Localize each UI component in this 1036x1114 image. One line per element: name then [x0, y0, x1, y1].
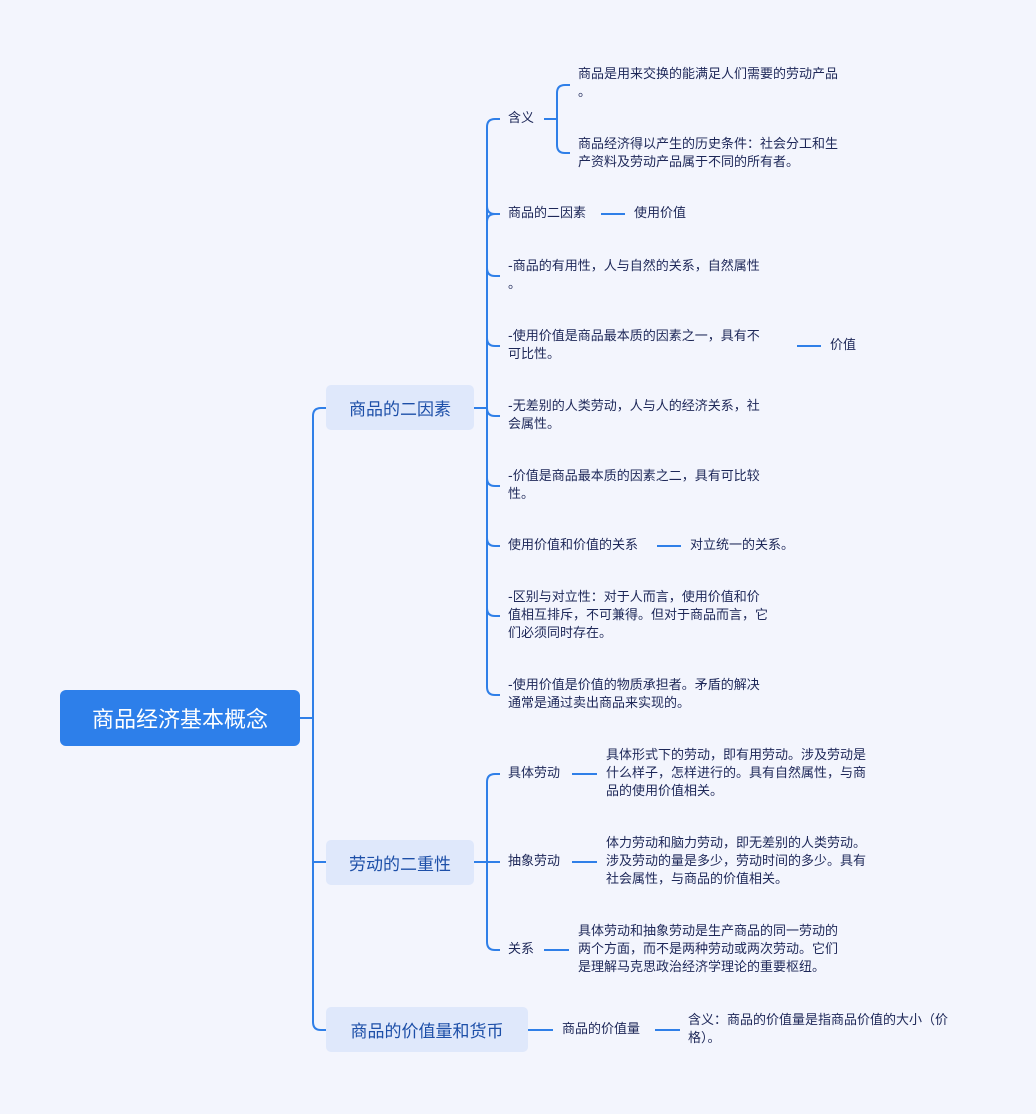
node-meaning[interactable]: 含义 — [508, 111, 535, 126]
node-usefulness[interactable]: -商品的有用性，人与自然的关系，自然属性 。 — [508, 259, 760, 292]
node-labor-relation-desc[interactable]: 具体劳动和抽象劳动是生产商品的同一劳动的 两个方面，而不是两种劳动或两次劳动。它… — [578, 924, 839, 975]
node-value-essence[interactable]: -价值是商品最本质的因素之二，具有可比较 性。 — [508, 469, 760, 502]
node-use-value[interactable]: 使用价值 — [634, 206, 687, 221]
node-unity-of-opposites[interactable]: 对立统一的关系。 — [690, 538, 795, 553]
node-distinction[interactable]: -区别与对立性：对于人而言，使用价值和价 值相互排斥，不可兼得。但对于商品而言，… — [508, 590, 769, 641]
node-undifferentiated-labor[interactable]: -无差别的人类劳动，人与人的经济关系，社 会属性。 — [508, 399, 760, 432]
node-value-quantity[interactable]: 商品的价值量 — [562, 1022, 641, 1037]
node-labor-duality[interactable]: 劳动的二重性 — [326, 840, 474, 885]
node-abstract-labor-desc[interactable]: 体力劳动和脑力劳动，即无差别的人类劳动。 涉及劳动的量是多少，劳动时间的多少。具… — [606, 836, 867, 887]
root-node[interactable]: 商品经济基本概念 — [60, 690, 300, 746]
node-use-value-essence[interactable]: -使用价值是商品最本质的因素之一，具有不 可比性。 — [508, 329, 760, 362]
node-meaning-definition[interactable]: 商品是用来交换的能满足人们需要的劳动产品 。 — [578, 67, 839, 100]
node-value-quantity-meaning[interactable]: 含义：商品的价值量是指商品价值的大小（价 格）。 — [688, 1013, 949, 1046]
node-two-factors[interactable]: 商品的二因素 — [508, 206, 587, 221]
node-value-quantity-money[interactable]: 商品的价值量和货币 — [326, 1007, 528, 1052]
node-concrete-labor-desc[interactable]: 具体形式下的劳动，即有用劳动。涉及劳动是 什么样子，怎样进行的。具有自然属性，与… — [606, 748, 867, 799]
node-relation[interactable]: 使用价值和价值的关系 — [508, 538, 639, 553]
node-meaning-conditions[interactable]: 商品经济得以产生的历史条件：社会分工和生 产资料及劳动产品属于不同的所有者。 — [578, 137, 839, 170]
node-commodity-two-factors[interactable]: 商品的二因素 — [326, 385, 474, 430]
node-abstract-labor[interactable]: 抽象劳动 — [508, 854, 561, 869]
node-labor-relation[interactable]: 关系 — [508, 942, 535, 957]
node-value[interactable]: 价值 — [830, 338, 857, 353]
node-concrete-labor[interactable]: 具体劳动 — [508, 766, 561, 781]
node-material-bearer[interactable]: -使用价值是价值的物质承担者。矛盾的解决 通常是通过卖出商品来实现的。 — [508, 678, 760, 711]
